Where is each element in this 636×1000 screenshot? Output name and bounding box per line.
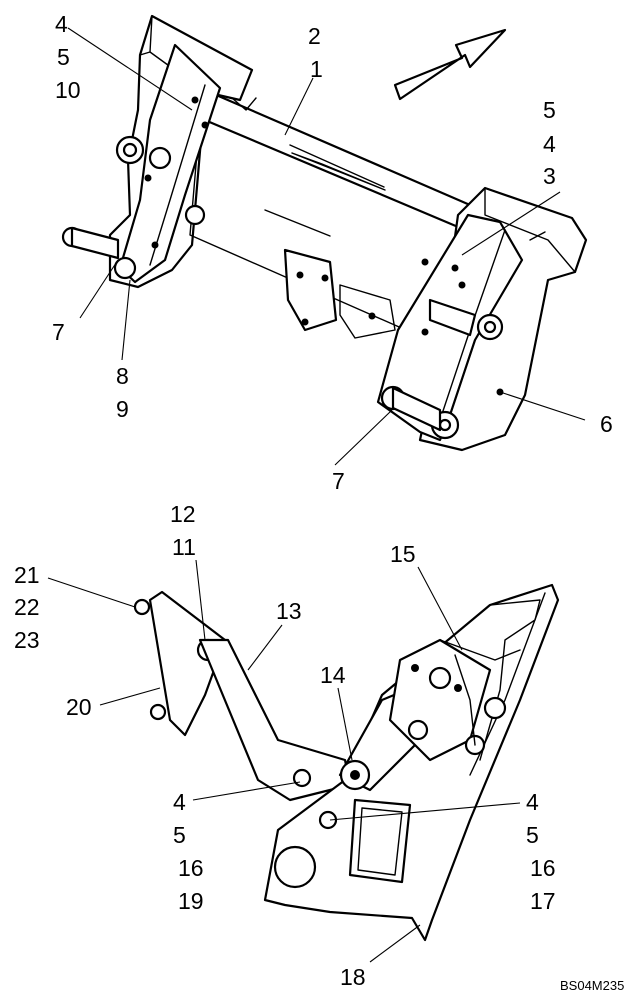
callout-1: 1 (310, 56, 323, 82)
slot-window (348, 798, 412, 884)
callout-4: 4 (55, 11, 68, 37)
callout-21: 21 (14, 562, 40, 588)
callout-17: 17 (530, 888, 556, 914)
callout-20: 20 (66, 694, 92, 720)
cross-tube (198, 86, 472, 234)
leader-lines (47, 27, 586, 963)
callout-5: 5 (543, 97, 556, 123)
callout-5: 5 (57, 44, 70, 70)
direction-arrow-icon (393, 28, 507, 101)
left-link-plate (118, 43, 222, 284)
callout-14: 14 (320, 662, 346, 688)
callout-9: 9 (116, 396, 129, 422)
callout-12: 12 (170, 501, 196, 527)
callout-7: 7 (332, 468, 345, 494)
callout-7: 7 (52, 319, 65, 345)
callout-labels: 4 5 10 2 1 5 4 3 6 7 8 9 7 12 11 21 22 2… (14, 11, 624, 993)
callout-5: 5 (526, 822, 539, 848)
latch-lever-assembly (133, 583, 560, 942)
callout-4: 4 (173, 789, 186, 815)
callout-6: 6 (600, 411, 613, 437)
callout-15: 15 (390, 541, 416, 567)
callout-2: 2 (308, 23, 321, 49)
callout-3: 3 (543, 163, 556, 189)
callout-8: 8 (116, 363, 129, 389)
callout-16: 16 (530, 855, 556, 881)
coupler-frame-assembly (61, 14, 588, 452)
center-latch-plate (283, 248, 338, 332)
callout-10: 10 (55, 77, 81, 103)
callout-22: 22 (14, 594, 40, 620)
callout-4: 4 (543, 131, 556, 157)
callout-23: 23 (14, 627, 40, 653)
callout-18: 18 (340, 964, 366, 990)
callout-4: 4 (526, 789, 539, 815)
callout-5: 5 (173, 822, 186, 848)
callout-16: 16 (178, 855, 204, 881)
callout-11: 11 (172, 534, 196, 560)
mounting-bracket (148, 590, 227, 737)
callout-19: 19 (178, 888, 204, 914)
reference-code: BS04M235 (560, 978, 624, 993)
callout-13: 13 (276, 598, 302, 624)
